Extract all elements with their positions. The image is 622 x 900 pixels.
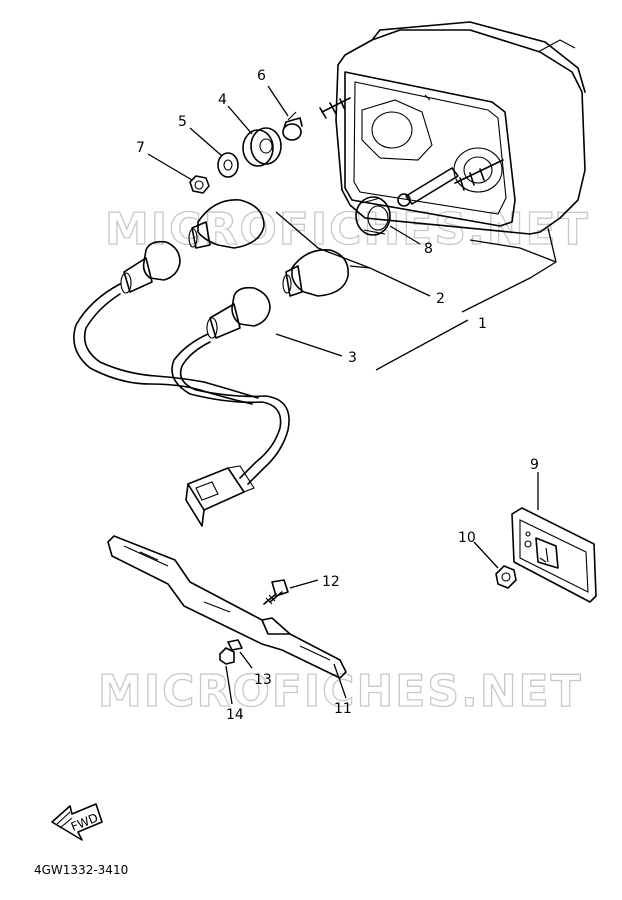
callout-5: 5 [178, 114, 187, 130]
bulb-upper [188, 199, 265, 249]
nut-14 [219, 647, 235, 665]
nut-10 [495, 565, 517, 589]
grommet-8 [355, 196, 391, 236]
leader-lines [147, 85, 557, 705]
damper-4 [242, 127, 282, 167]
callout-7: 7 [136, 140, 145, 156]
bulb-lower [282, 249, 349, 297]
callout-4: 4 [218, 92, 227, 108]
callout-9: 9 [530, 457, 539, 473]
forward-arrow-icon: FWD [51, 803, 103, 841]
callout-8: 8 [424, 241, 433, 257]
license-light-9 [511, 507, 597, 603]
plate-13 [227, 639, 243, 651]
callout-11: 11 [334, 701, 352, 717]
callout-14: 14 [226, 707, 244, 723]
bolt-12 [263, 579, 289, 605]
nut-7 [189, 175, 210, 194]
collar-6 [282, 111, 303, 141]
callout-13: 13 [254, 672, 272, 688]
watermark-bottom: MICROFICHES.NET [98, 666, 583, 717]
callout-labels: 1 2 3 4 5 6 7 8 9 10 11 12 13 14 [136, 68, 539, 723]
callout-6: 6 [257, 68, 266, 84]
callout-2: 2 [436, 291, 445, 307]
part-code: 4GW1332-3410 [34, 863, 128, 877]
callout-10: 10 [458, 530, 476, 546]
socket-harness [73, 240, 290, 527]
callout-1: 1 [478, 316, 487, 332]
watermark-top: MICROFICHES.NET [105, 204, 590, 255]
washer-5 [217, 152, 239, 178]
callout-12: 12 [322, 574, 340, 590]
callout-3: 3 [348, 350, 357, 366]
license-bracket-11 [107, 535, 347, 679]
taillight-housing [319, 21, 586, 235]
